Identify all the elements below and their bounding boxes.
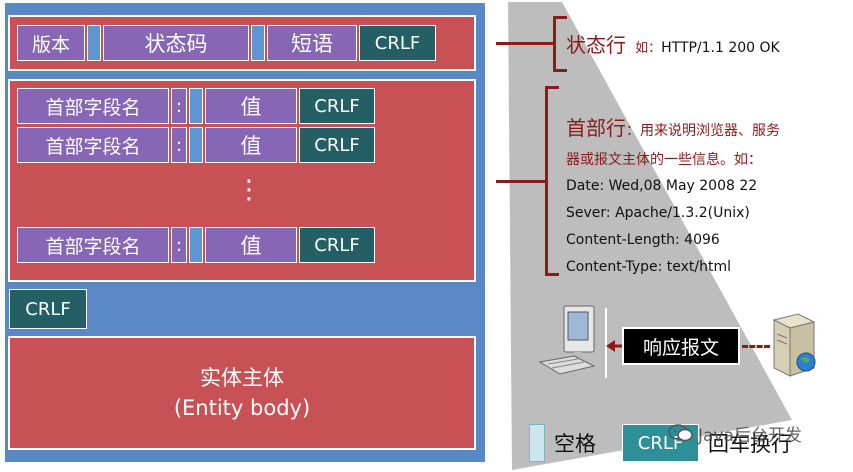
space-marker [87, 25, 101, 61]
legend-space-label: 空格 [554, 432, 596, 456]
crlf-box: CRLF [299, 227, 375, 263]
header-connector-line [496, 180, 546, 183]
space-marker [251, 25, 265, 61]
crlf-box: CRLF [299, 127, 375, 163]
reason-phrase-field: 短语 [267, 25, 357, 61]
blank-line-crlf: CRLF [9, 289, 87, 329]
header-bracket [545, 86, 559, 276]
header-example-line: Date: Wed,08 May 2008 22 [566, 178, 758, 194]
response-message-label: 响应报文 [622, 327, 740, 365]
computer-icon [538, 305, 596, 375]
header-example-line: Content-Type: text/html [566, 259, 732, 275]
vertical-ellipsis: ⋮ [236, 175, 262, 205]
version-field: 版本 [17, 25, 85, 61]
header-annotation-desc2: 器或报文主体的一些信息。如： [566, 152, 762, 168]
divider-line [605, 308, 607, 378]
header-example-line: Sever: Apache/1.3.2(Unix) [566, 205, 750, 221]
entity-body-band: 实体主体 (Entity body) [8, 336, 476, 450]
status-code-field: 状态码 [103, 25, 249, 61]
header-annotation: 首部行：用来说明浏览器、服务 [566, 112, 851, 142]
status-annotation-title: 状态行 [566, 33, 626, 57]
space-marker [189, 88, 203, 124]
server-icon [772, 313, 816, 377]
status-connector-line [496, 42, 554, 45]
status-annotation-example: HTTP/1.1 200 OK [661, 40, 780, 56]
space-marker [189, 227, 203, 263]
legend-space-swatch [529, 424, 545, 462]
legend-crlf-label: 回车换行 [708, 432, 792, 456]
entity-body-title: 实体主体 [200, 366, 284, 390]
header-value-field: 值 [205, 127, 297, 163]
header-field-name: 首部字段名 [17, 227, 169, 263]
header-field-name: 首部字段名 [17, 88, 169, 124]
watermark: Java后台开发 [668, 420, 850, 446]
header-annotation-title: 首部行 [566, 116, 626, 140]
header-field-name: 首部字段名 [17, 127, 169, 163]
colon-field: : [171, 127, 187, 163]
dashed-connector [742, 345, 770, 348]
colon-field: : [171, 227, 187, 263]
space-marker [189, 127, 203, 163]
watermark-text: Java后台开发 [698, 425, 802, 446]
status-annotation: 状态行 如：HTTP/1.1 200 OK [566, 29, 851, 59]
header-annotation-desc1: ：用来说明浏览器、服务 [626, 123, 780, 139]
colon-field: : [171, 88, 187, 124]
entity-body-subtitle: (Entity body) [173, 396, 311, 420]
header-example-line: Content-Length: 4096 [566, 232, 720, 248]
wechat-icon [668, 424, 693, 442]
crlf-box: CRLF [359, 25, 436, 61]
crlf-box: CRLF [299, 88, 375, 124]
header-value-field: 值 [205, 227, 297, 263]
status-bracket [553, 16, 567, 72]
status-annotation-prefix: 如： [635, 41, 662, 56]
header-value-field: 值 [205, 88, 297, 124]
